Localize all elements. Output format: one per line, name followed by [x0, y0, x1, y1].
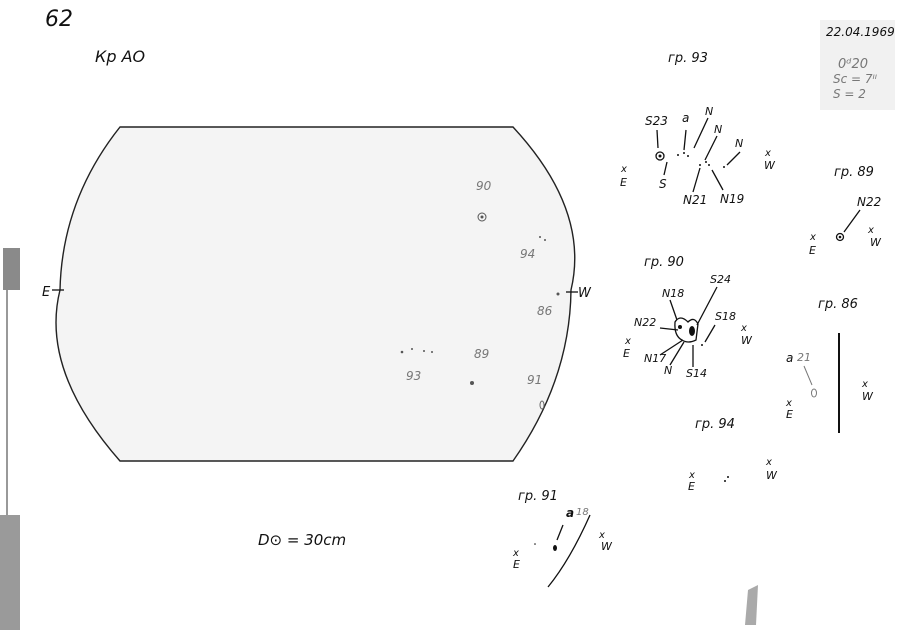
disk-group-label: 89 [474, 347, 489, 361]
x-mark: x [624, 336, 631, 347]
group-91-sketch: гр. 91 a 18 x E x W [512, 489, 613, 588]
east-label: E [623, 347, 630, 360]
x-mark: x [620, 164, 627, 175]
x-mark: x [809, 232, 816, 243]
group-89-sketch: гр. 89 N22 x E x W [809, 165, 882, 257]
scan-artifact [3, 248, 20, 290]
spot-label: N19 [720, 192, 744, 206]
spot-label: a [566, 506, 574, 520]
sunspot [423, 350, 425, 352]
group-90-sketch: гр. 90 N18 S24 S18 N22 N17 N S14 x E x W [623, 255, 753, 380]
east-label: E [620, 176, 627, 189]
spot-label: a [682, 111, 689, 125]
spot-label: N18 [662, 287, 684, 300]
spot-label: N22 [634, 316, 656, 329]
west-label: W [601, 540, 613, 553]
sunspot [411, 348, 413, 350]
group-86-sketch: гр. 86 a 21 x E x W [785, 297, 874, 433]
sunspot [655, 151, 665, 161]
spot-label: S18 [715, 310, 736, 323]
scan-artifact [745, 585, 758, 625]
east-label: E [809, 244, 816, 257]
spot-label: S14 [686, 367, 707, 380]
spot-label: N [735, 137, 743, 150]
group-94-sketch: гр. 94 x E x W [688, 417, 778, 493]
x-mark: x [764, 148, 771, 159]
disk-group-label: 91 [527, 373, 542, 387]
spot-label: S23 [645, 114, 668, 128]
group-title: гр. 86 [818, 297, 858, 312]
disk-group-label: 86 [537, 304, 553, 318]
group-title: гр. 93 [668, 51, 708, 66]
sunspot [553, 545, 557, 551]
spot-label: N21 [683, 193, 707, 207]
east-label: E [688, 480, 695, 493]
sunspot [431, 351, 433, 353]
observation-date: 22.04.1969 [826, 25, 895, 39]
east-label: E [513, 558, 520, 571]
scan-artifact [0, 515, 20, 630]
sunspot [400, 350, 404, 354]
sunspot [556, 292, 560, 296]
sunspot [470, 381, 474, 385]
spot-label: N [714, 123, 722, 136]
east-label: E [786, 408, 793, 421]
spot-label: N [664, 364, 672, 377]
group-title: гр. 91 [518, 489, 558, 504]
west-label: W [578, 286, 592, 301]
sunspot [539, 236, 541, 238]
station-code: Кр АО [95, 47, 145, 66]
group-title: гр. 90 [644, 255, 684, 270]
x-mark: x [598, 530, 605, 541]
group-93-sketch: гр. 93 S23 a N N N S N21 N19 x E x W [620, 51, 776, 207]
sunspot [480, 215, 484, 219]
west-label: W [870, 236, 882, 249]
solar-disk [55, 126, 576, 462]
group-title: гр. 94 [695, 417, 735, 432]
page-number: 62 [45, 7, 73, 32]
sunspot [835, 232, 845, 242]
x-mark: x [765, 457, 772, 468]
disk-group-label: 93 [406, 369, 421, 383]
spot-label: N22 [857, 195, 881, 209]
west-label: W [741, 334, 753, 347]
limb-line [547, 514, 591, 588]
observation-time: 0ᵈ20 [838, 57, 868, 72]
spot-label: N [705, 105, 713, 118]
x-mark: x [861, 379, 868, 390]
spot-label: S24 [710, 273, 731, 286]
scan-artifact [6, 290, 8, 515]
spot-label: N17 [644, 352, 666, 365]
x-mark: x [512, 548, 519, 559]
disk-group-label: 90 [476, 179, 492, 193]
west-label: W [862, 390, 874, 403]
spot-label: S [659, 177, 667, 191]
sunspot [477, 212, 487, 222]
s-value: S = 2 [833, 87, 866, 101]
sunspot [544, 239, 546, 241]
west-label: W [766, 469, 778, 482]
spot-label: 21 [797, 351, 811, 364]
x-mark: x [688, 470, 695, 481]
spot-label: a [786, 351, 793, 365]
x-mark: x [740, 323, 747, 334]
west-label: W [764, 159, 776, 172]
disk-diameter: D⊙ = 30cm [258, 531, 346, 549]
sunspot [811, 388, 817, 398]
sunspot-penumbra [674, 317, 699, 343]
pencil-note-area [820, 20, 895, 110]
seeing-value: Sc = 7ᴵᴵ [833, 72, 877, 86]
spot-label: 18 [576, 507, 589, 518]
east-label: E [42, 285, 51, 300]
x-mark: x [785, 398, 792, 409]
disk-group-label: 94 [520, 247, 535, 261]
sunspot [539, 400, 545, 410]
x-mark: x [867, 225, 874, 236]
group-title: гр. 89 [834, 165, 874, 180]
